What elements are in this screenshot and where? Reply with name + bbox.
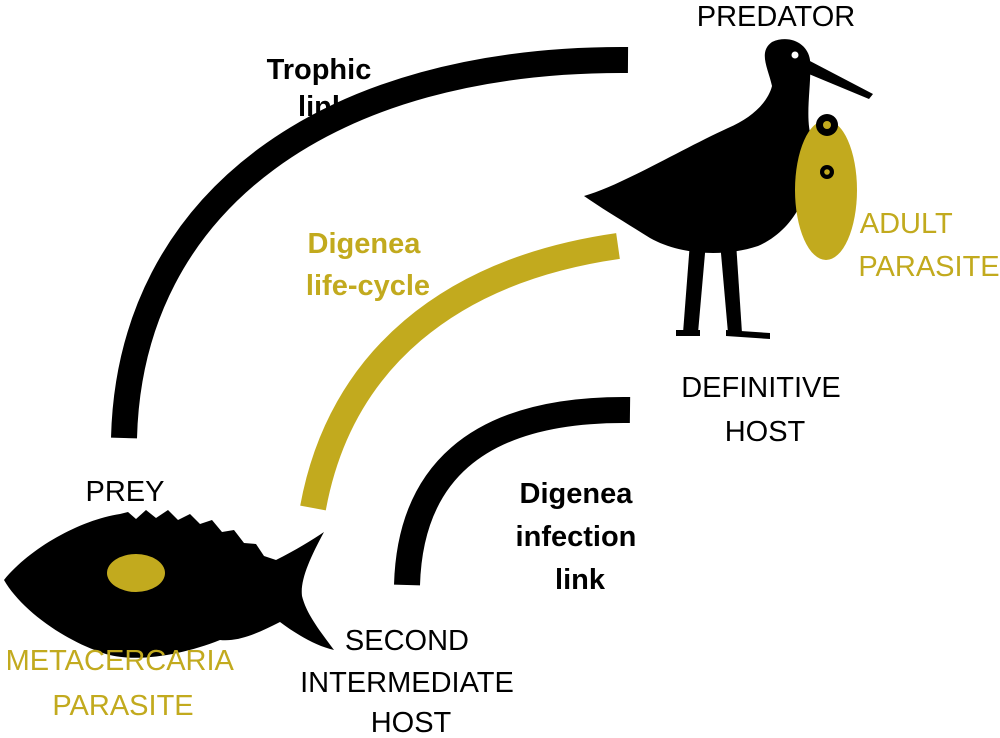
second-intermediate-host-label-line: SECOND	[345, 625, 469, 657]
metacercaria-parasite-label-line: PARASITE	[52, 690, 193, 722]
infection-link-label-line: Digenea	[520, 478, 634, 510]
infection-link-label: Digenea infection link	[516, 478, 645, 596]
trophic-link-label-line: Trophic	[267, 54, 372, 86]
definitive-host-label-line: DEFINITIVE	[681, 372, 841, 404]
adult-parasite-label: ADULT PARASITE	[858, 208, 999, 283]
infection-link-label-line: infection	[516, 521, 637, 553]
trophic-link-label: Trophic link	[267, 54, 380, 123]
adult-parasite-label-line: PARASITE	[858, 251, 999, 283]
life-cycle-label-line: life-cycle	[306, 270, 430, 302]
predator-label: PREDATOR	[697, 1, 855, 33]
definitive-host-label: DEFINITIVE HOST	[681, 372, 849, 448]
metacercaria-parasite-label: METACERCARIA PARASITE	[6, 645, 241, 722]
life-cycle-arc	[300, 233, 620, 511]
second-intermediate-host-label-line: INTERMEDIATE	[300, 667, 514, 699]
second-intermediate-host-label-line: HOST	[371, 707, 452, 738]
second-intermediate-host-label: SECOND INTERMEDIATE HOST	[300, 625, 522, 738]
definitive-host-label-line: HOST	[725, 416, 806, 448]
shorebird-icon	[584, 39, 873, 339]
metacercaria-parasite-label-line: METACERCARIA	[6, 645, 235, 677]
life-cycle-label-line: Digenea	[308, 228, 422, 260]
life-cycle-label: Digenea life-cycle	[306, 228, 430, 302]
adult-parasite-label-line: ADULT	[860, 208, 953, 240]
fish-icon	[4, 510, 334, 658]
infection-link-label-line: link	[555, 564, 606, 596]
prey-label: PREY	[86, 476, 165, 508]
infection-link-arc	[394, 396, 631, 586]
trophic-link-label-line: link	[298, 91, 349, 123]
trophic-link-arc	[111, 46, 629, 439]
adult-parasite-icon	[795, 114, 857, 260]
metacercaria-icon	[107, 554, 165, 592]
